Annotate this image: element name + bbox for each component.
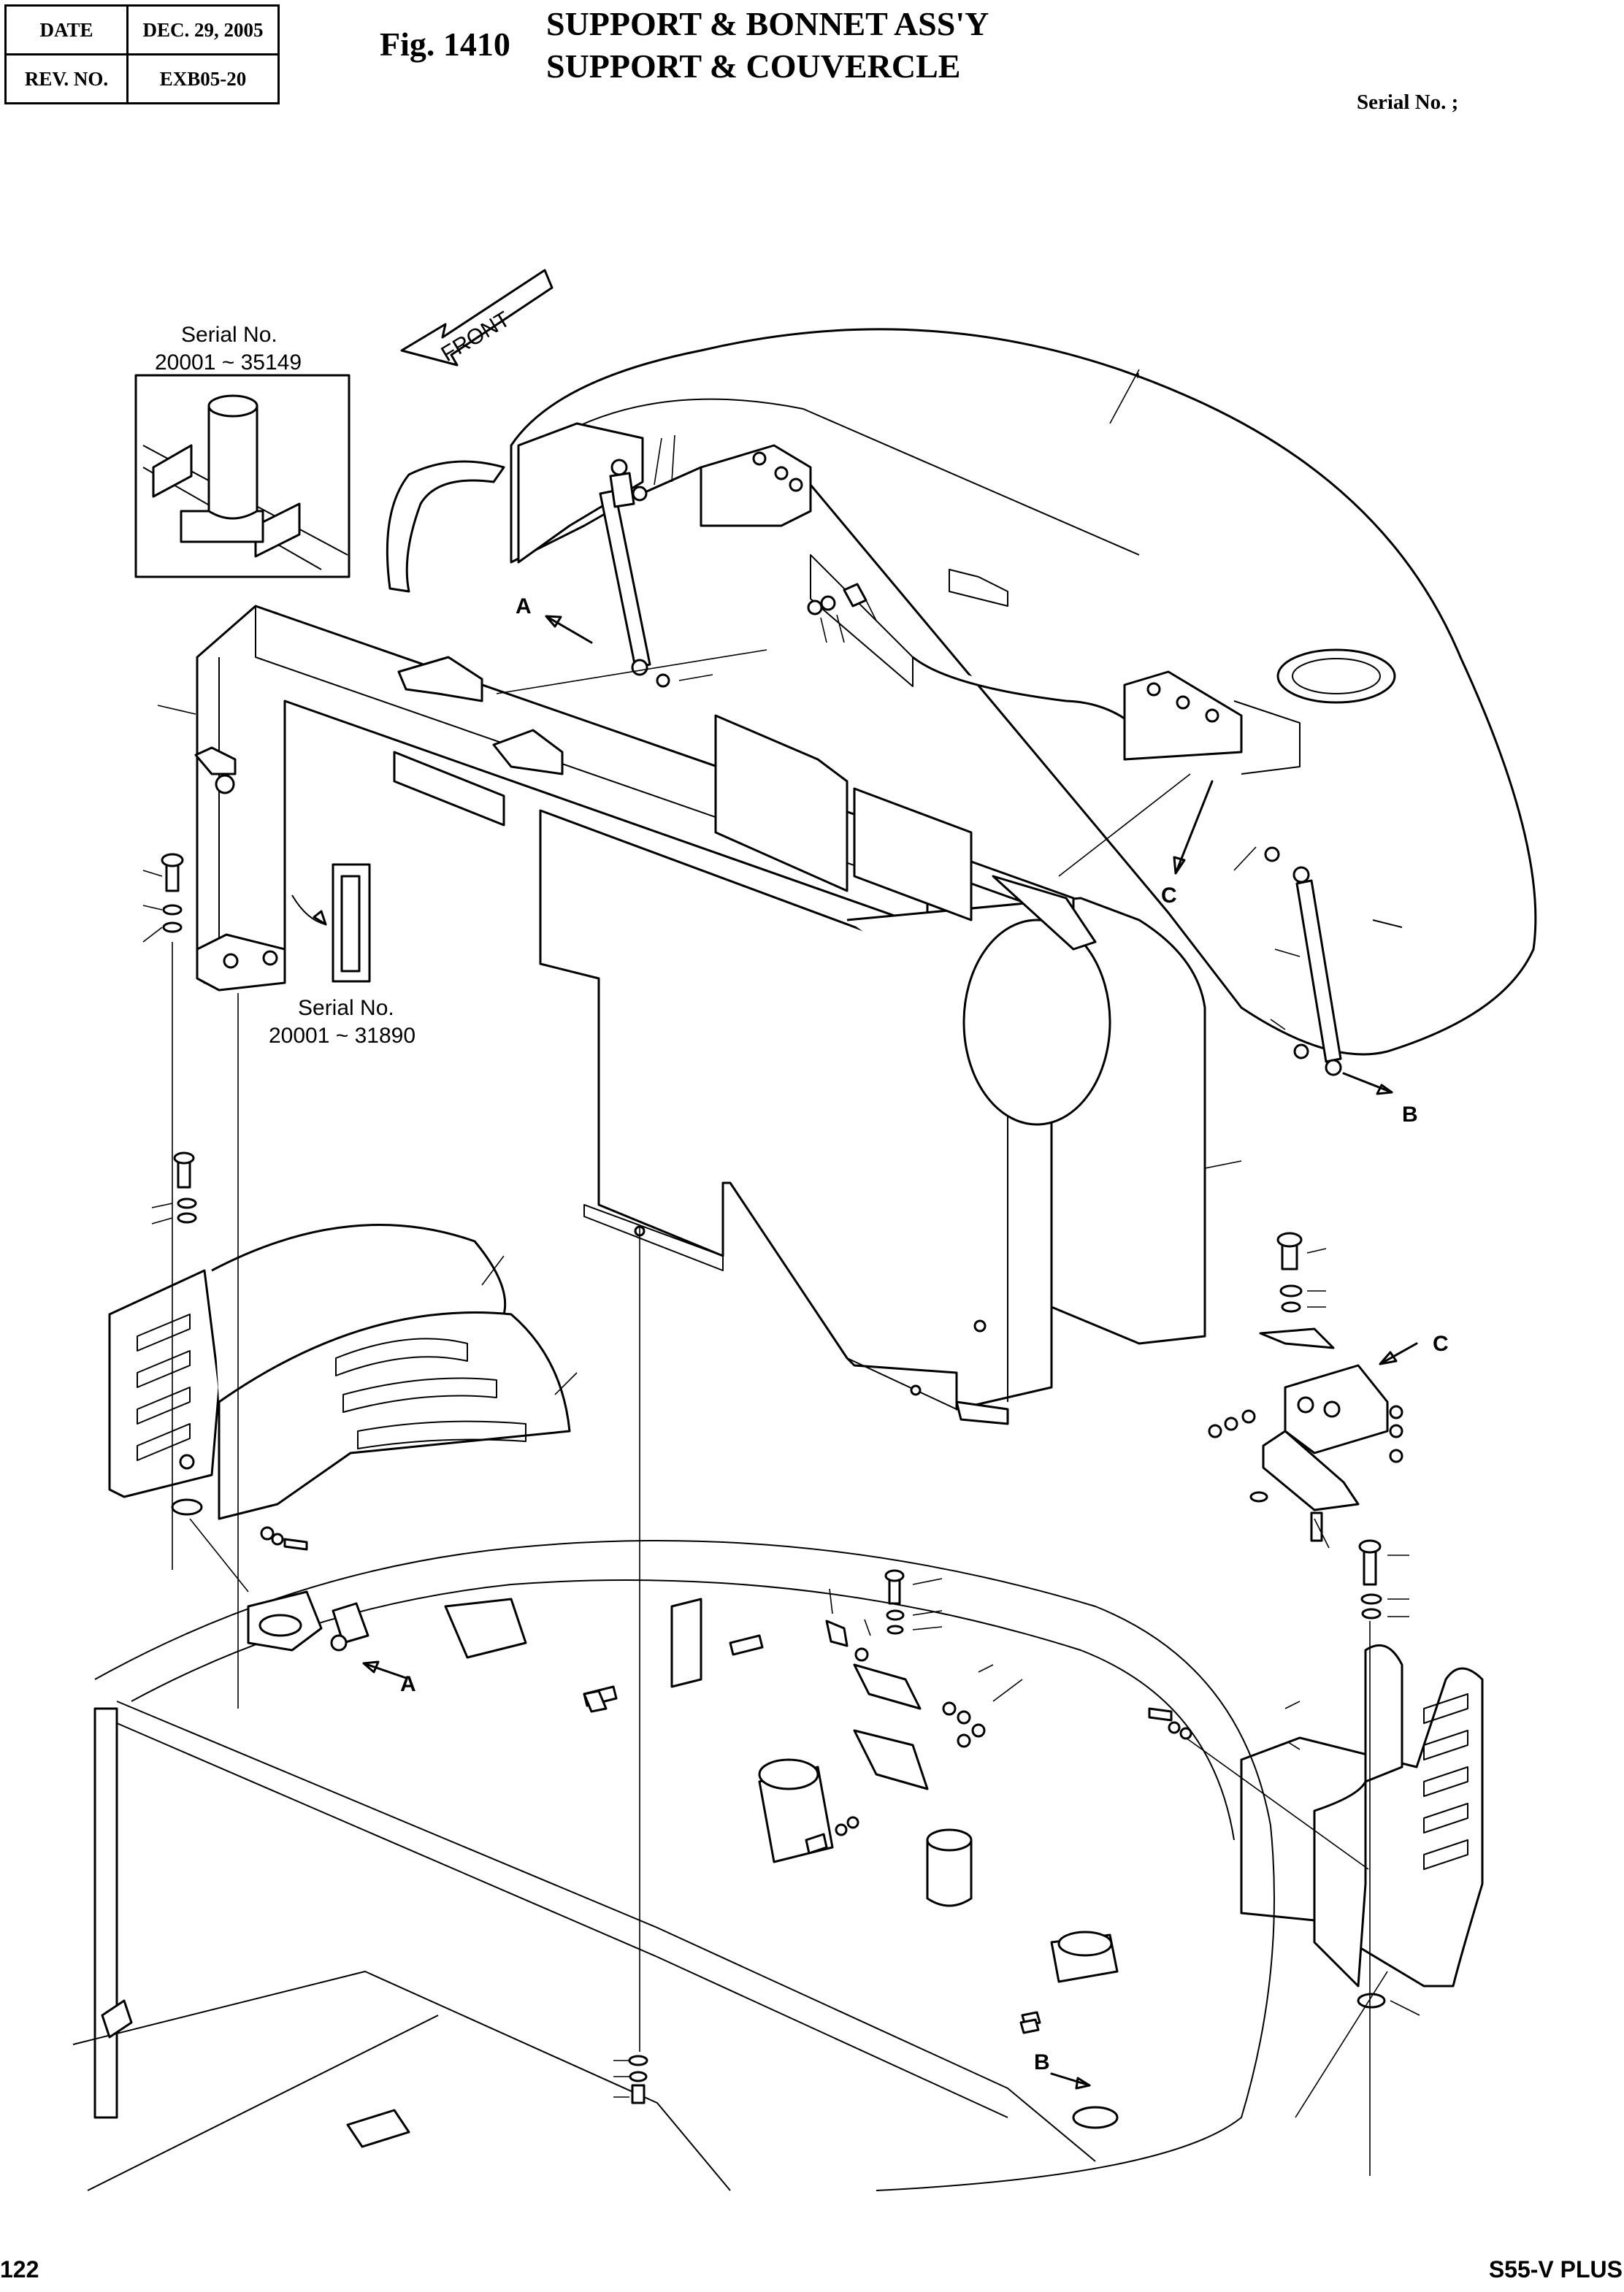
upper-frame: A B <box>72 1540 1275 2191</box>
figure-number: Fig. 1410 <box>380 26 510 63</box>
revision-table: DATE DEC. 29, 2005 REV. NO. EXB05-20 <box>4 4 280 104</box>
date-label: DATE <box>4 4 129 55</box>
seal-strip <box>386 460 505 593</box>
radiator-shroud <box>714 714 1242 1345</box>
title-english: SUPPORT & BONNET ASS'Y <box>546 5 989 42</box>
gas-strut-right: B <box>1233 846 1418 1127</box>
frame-bolts-left <box>142 853 184 943</box>
bonnet-tick-mark: , <box>1135 356 1141 380</box>
alignment-lines <box>172 649 1371 2176</box>
partition-panel <box>539 809 1053 1425</box>
detail1-serial-range: 20001 ~ 35149 <box>155 350 302 375</box>
serial-number-label: Serial No. ; <box>1357 91 1459 114</box>
detail1-serial-label: Serial No. <box>181 323 277 347</box>
ref-b-frame: B <box>1034 2050 1050 2074</box>
title-french: SUPPORT & COUVERCLE <box>546 47 961 85</box>
rev-label: REV. NO. <box>4 53 129 104</box>
gas-strut-left <box>599 434 713 688</box>
ref-arrow-c-bonnet: C <box>1161 780 1214 908</box>
detail-box-pivot: Serial No. 20001 ~ 35149 <box>134 323 351 578</box>
ref-c-latch: C <box>1433 1332 1449 1356</box>
engine-bonnet: , <box>510 328 1537 1056</box>
support-frame <box>157 605 929 992</box>
bottom-bolt <box>613 2055 648 2104</box>
ref-b-bonnet: B <box>1402 1103 1418 1127</box>
detail2-serial-label: Serial No. <box>298 996 394 1020</box>
date-value: DEC. 29, 2005 <box>126 4 280 55</box>
figure-title: SUPPORT & BONNET ASS'Y SUPPORT & COUVERC… <box>546 3 989 88</box>
ref-arrow-a-top: A <box>516 594 593 644</box>
ref-a-frame: A <box>400 1672 416 1696</box>
support-bolts-center <box>583 1569 1040 2034</box>
detail2-serial-range: 20001 ~ 31890 <box>269 1024 415 1048</box>
model-name: S55-V PLUS <box>1488 2256 1623 2283</box>
ref-a-top: A <box>516 594 532 618</box>
latch-assembly: C <box>1208 1232 1449 1542</box>
side-cover-right <box>1148 1539 1484 2118</box>
ref-c-bonnet: C <box>1161 884 1177 908</box>
detail-plate: Serial No. 20001 ~ 31890 <box>269 863 415 1048</box>
hinge-bolts <box>807 583 877 643</box>
page-number: 122 <box>0 2256 39 2283</box>
rev-value: EXB05-20 <box>126 53 280 104</box>
side-cover-left <box>108 1151 578 1551</box>
front-arrow: FRONT <box>400 269 554 367</box>
